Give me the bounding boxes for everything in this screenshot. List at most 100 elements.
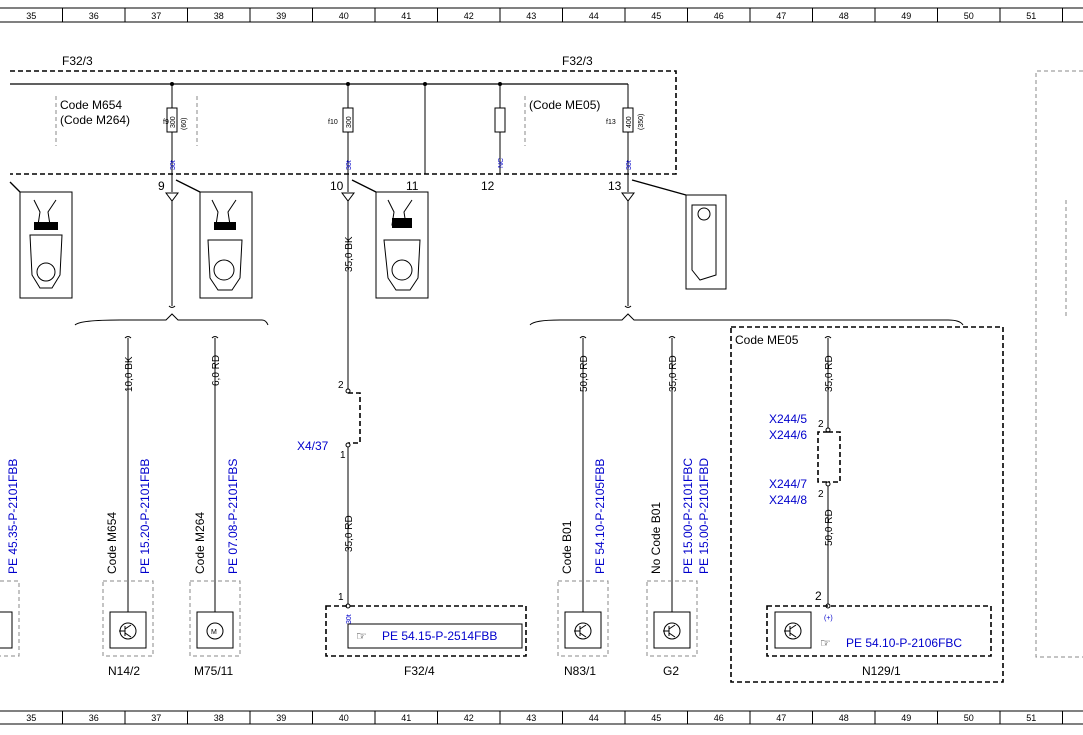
ruler-label: 51 — [1026, 11, 1036, 21]
ruler-label: 45 — [651, 11, 661, 21]
ref-left-edge: PE 45.35-P-2101FBB — [6, 459, 20, 574]
circuit-m75-11: 6,0 RD Code M264 PE 07.08-P-2101FBS M M7… — [189, 336, 241, 678]
ruler-label: 40 — [339, 11, 349, 21]
ruler-label: 38 — [214, 713, 224, 723]
fuse-f9: f9 300 (60) 30t — [163, 82, 188, 174]
wire-label-n129-bottom: 50,0 RD — [824, 509, 835, 546]
code-label-m75: Code M264 — [193, 512, 207, 574]
ruler-label: 49 — [901, 11, 911, 21]
ruler-label: 40 — [339, 713, 349, 723]
terminal-lug-picture-4 — [631, 179, 727, 290]
pin-10: 10 — [330, 179, 344, 193]
wire-label-f32-4: 35,0 RD — [344, 515, 355, 552]
fuse-f13-alt: (350) — [638, 114, 645, 130]
ruler-label: 41 — [401, 11, 411, 21]
ruler-label: 38 — [214, 11, 224, 21]
ruler-label: 44 — [589, 713, 599, 723]
component-g2: G2 — [663, 664, 679, 678]
ruler-label: 51 — [1026, 713, 1036, 723]
terminal-lug-picture-3 — [351, 179, 429, 299]
wire-label-n14: 10,0 BK — [124, 356, 135, 392]
fuse-f13-rating: 400 — [626, 116, 633, 128]
adjacent-sheet-frame — [1035, 70, 1083, 658]
component-f32-4: F32/4 — [404, 664, 435, 678]
code-me05-label: (Code ME05) — [529, 98, 600, 112]
ruler-label: 49 — [901, 713, 911, 723]
fuse-f13-name: f13 — [606, 119, 616, 126]
ruler-label: 47 — [776, 11, 786, 21]
circuit-n83-1: 50,0 RD Code B01 PE 54.10-P-2105FBB N83/… — [557, 336, 609, 678]
pin-9: 9 — [158, 179, 165, 193]
fuse-box-f32-3: F32/3 F32/3 Code M654 (Code M264) (Code … — [10, 54, 677, 193]
branch-pin-13 — [529, 174, 964, 326]
x244-pin-2-top: 2 — [818, 419, 824, 430]
ref-m75: PE 07.08-P-2101FBS — [226, 459, 240, 574]
wire-label-n83: 50,0 RD — [579, 355, 590, 392]
fuse-f9-terminal: 30t — [170, 160, 177, 170]
n129-pin-2: 2 — [815, 589, 822, 603]
ruler-label: 46 — [714, 11, 724, 21]
ruler-label: 41 — [401, 713, 411, 723]
circuit-left-edge: PE 45.35-P-2101FBB — [0, 459, 20, 657]
wire-label-w10: 35,0 BK — [344, 236, 355, 272]
ref-n83: PE 54.10-P-2105FBB — [593, 459, 607, 574]
ruler-label: 45 — [651, 713, 661, 723]
ruler-label: 43 — [526, 11, 536, 21]
nc-label: NC — [498, 158, 505, 168]
hand-pointer-icon: ☞ — [820, 636, 831, 650]
fuse-f10-name: f10 — [328, 119, 338, 126]
motor-icon — [206, 622, 224, 640]
ruler-label: 43 — [526, 713, 536, 723]
pin-13: 13 — [608, 179, 622, 193]
ref-f32-4: PE 54.15-P-2514FBB — [382, 629, 497, 643]
ref-g2-a: PE 15.00-P-2101FBC — [681, 458, 695, 574]
x244-pin-2-bottom: 2 — [818, 489, 824, 500]
fuse-f9-alt: (60) — [181, 118, 188, 130]
ref-n129: PE 54.10-P-2106FBC — [846, 636, 962, 650]
ruler-label: 50 — [964, 713, 974, 723]
ruler-label: 44 — [589, 11, 599, 21]
ruler-label: 42 — [464, 713, 474, 723]
connector-x244-5: X244/5 — [769, 412, 807, 426]
pin-12: 12 — [481, 179, 495, 193]
fuse-box-label-right: F32/3 — [562, 54, 593, 68]
ruler-label: 36 — [89, 713, 99, 723]
code-label-n14: Code M654 — [105, 512, 119, 574]
ruler-label: 50 — [964, 11, 974, 21]
circuit-n129-1: Code ME05 35,0 RD 2 2 X244/5 X244/6 X244… — [730, 326, 1004, 683]
ruler-label: 48 — [839, 11, 849, 21]
connector-x4-37: X4/37 — [297, 439, 329, 453]
fuse-box-label-left: F32/3 — [62, 54, 93, 68]
connector-x244-8: X244/8 — [769, 493, 807, 507]
fuse-f13: f13 400 (350) 30t — [606, 84, 645, 174]
code-m654-label: Code M654 — [60, 98, 122, 112]
svg-text:M: M — [211, 629, 217, 636]
wire-label-g2: 35,0 RD — [668, 355, 679, 392]
fuse-f10-rating: 300 — [346, 116, 353, 128]
x4-37-pin-1: 1 — [340, 450, 346, 461]
fuse-f13-terminal: 30t — [626, 160, 633, 170]
branch-pin-9 — [74, 174, 269, 326]
n129-terminal: (+) — [824, 615, 833, 622]
component-m75-11: M75/11 — [194, 664, 233, 678]
fuse-f10: f10 300 30t — [328, 82, 354, 174]
fuse-slot-nc: NC — [494, 82, 506, 174]
ruler-label: 39 — [276, 11, 286, 21]
fuse-f9-rating: 300 — [170, 116, 177, 128]
component-n83-1: N83/1 — [564, 664, 596, 678]
code-me05-box-label: Code ME05 — [735, 333, 799, 347]
ruler-label: 48 — [839, 713, 849, 723]
fuse-f10-terminal: 30t — [346, 160, 353, 170]
f32-4-terminal: 30t — [346, 614, 353, 624]
connector-x244-7: X244/7 — [769, 477, 807, 491]
ruler-label: 37 — [151, 11, 161, 21]
hand-pointer-icon: ☞ — [356, 629, 367, 643]
f32-4-pin-1: 1 — [338, 592, 344, 603]
ruler-label: 39 — [276, 713, 286, 723]
ruler-label: 47 — [776, 713, 786, 723]
code-m264-label: (Code M264) — [60, 113, 130, 127]
wire-label-m75: 6,0 RD — [211, 355, 222, 386]
